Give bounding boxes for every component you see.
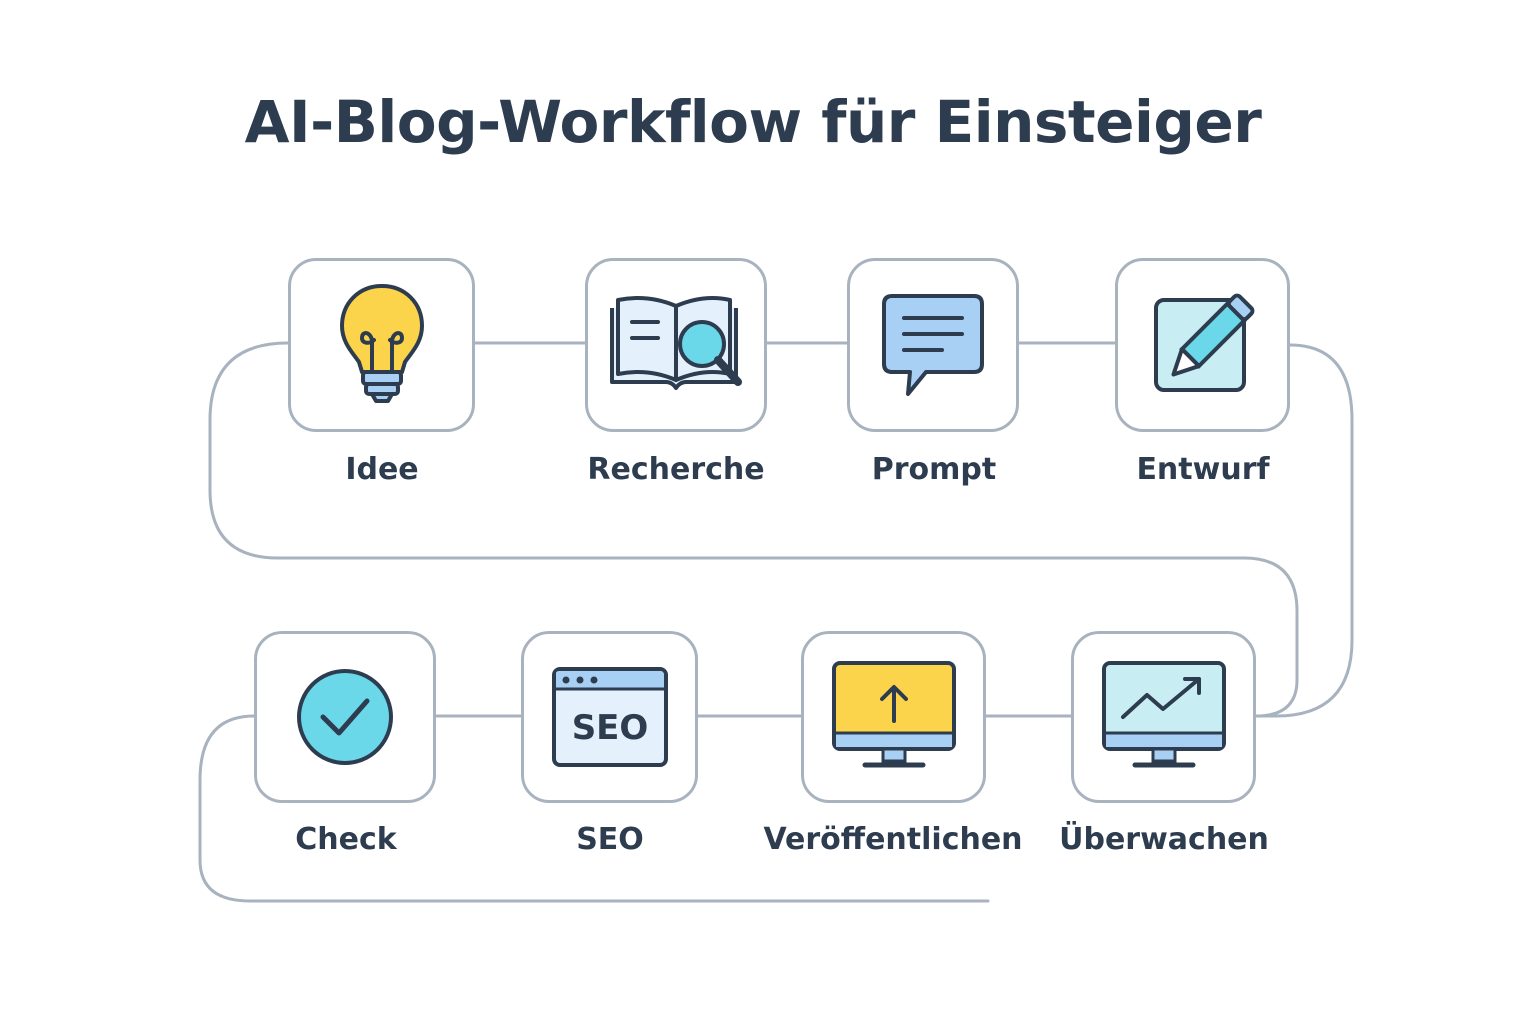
seo-browser-icon: SEO — [551, 667, 668, 767]
step-veroeffentlichen — [801, 631, 986, 803]
step-check-label: Check — [295, 822, 397, 857]
step-entwurf — [1115, 258, 1290, 432]
book-magnifier-icon — [610, 296, 742, 390]
step-ueberwachen-label: Überwachen — [1059, 822, 1269, 857]
page-title: AI-Blog-Workflow für Einsteiger — [244, 88, 1262, 156]
monitor-upload-icon — [831, 661, 956, 768]
step-veroeffentlichen-label: Veröffentlichen — [763, 822, 1023, 857]
seo-badge-text: SEO — [571, 708, 648, 748]
step-idee-label: Idee — [345, 452, 419, 487]
chat-bubble-icon — [882, 294, 984, 396]
monitor-chart-icon — [1101, 661, 1226, 768]
step-recherche-label: Recherche — [587, 452, 765, 487]
step-ueberwachen — [1071, 631, 1256, 803]
step-prompt — [847, 258, 1019, 432]
step-check — [254, 631, 436, 803]
step-entwurf-label: Entwurf — [1136, 452, 1270, 487]
pencil-note-icon — [1153, 293, 1254, 392]
step-recherche — [585, 258, 767, 432]
step-seo-label: SEO — [576, 822, 644, 857]
lightbulb-icon — [339, 284, 424, 403]
step-seo: SEO — [521, 631, 698, 803]
checkmark-circle-icon — [297, 669, 393, 765]
step-prompt-label: Prompt — [871, 452, 997, 487]
step-idee — [288, 258, 475, 432]
